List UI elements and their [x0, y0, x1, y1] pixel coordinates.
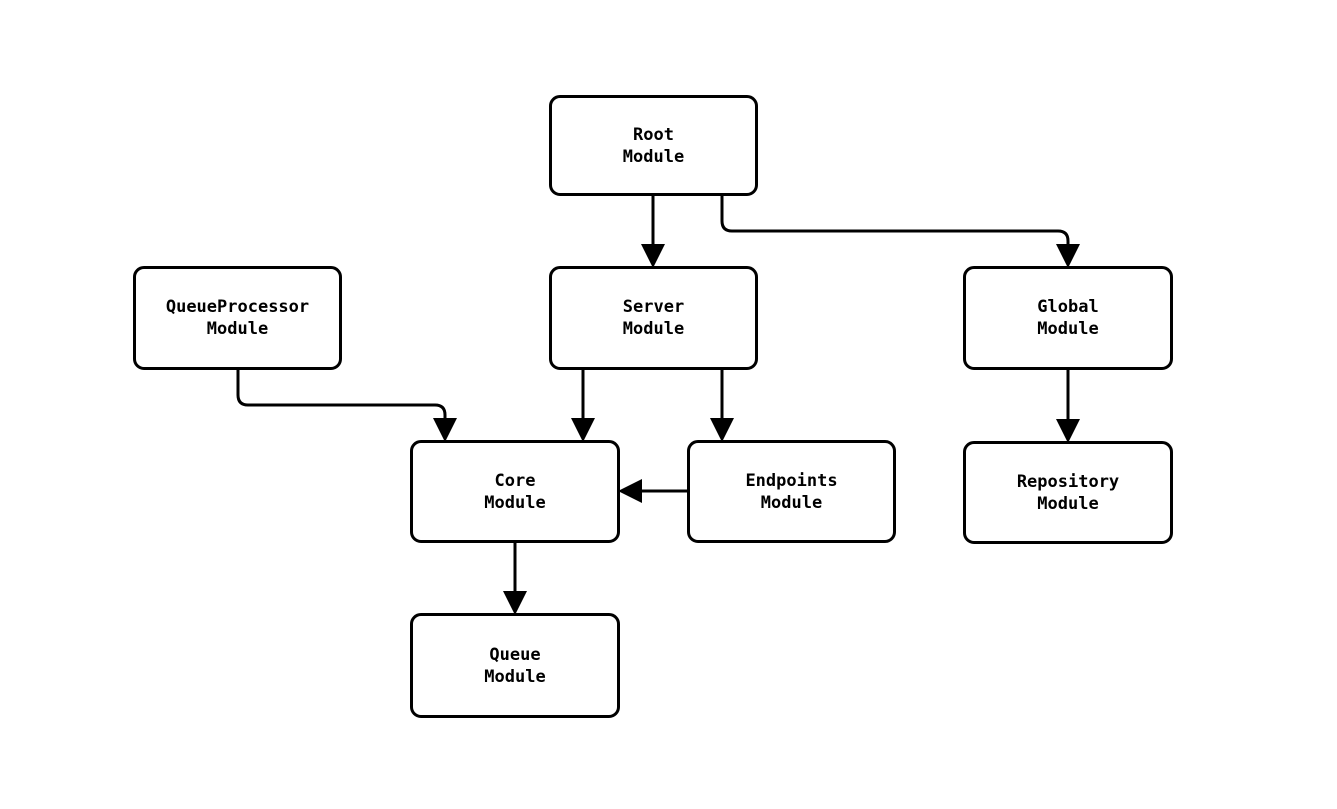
node-queueprocessor-module[interactable]: QueueProcessor Module: [133, 266, 342, 370]
node-repository-module[interactable]: Repository Module: [963, 441, 1173, 544]
node-repository-module-line1: Repository: [1016, 471, 1120, 492]
edge-core-to-queue: [503, 543, 527, 615]
edge-server-to-endpoints: [710, 370, 734, 442]
node-queueprocessor-module-line1: QueueProcessor: [165, 297, 310, 317]
arrowhead-down-icon: [641, 244, 665, 268]
node-server-module[interactable]: Server Module: [549, 266, 758, 370]
arrowhead-left-icon: [618, 479, 642, 503]
node-root-module-line1: Root: [633, 124, 674, 145]
edge-root-to-server: [641, 196, 665, 268]
edge-server-to-core: [571, 370, 595, 442]
node-queue-module-line1: Queue: [489, 644, 541, 665]
node-repository-module-line2: Module: [1037, 493, 1099, 514]
node-core-module[interactable]: Core Module: [410, 440, 620, 543]
node-queue-module-line2: Module: [484, 666, 546, 687]
arrowhead-down-icon: [433, 418, 457, 442]
edge-queueprocessor-to-core: [236, 370, 457, 442]
node-global-module-line2: Module: [1037, 319, 1099, 339]
node-root-module[interactable]: Root Module: [549, 95, 758, 196]
node-endpoints-module-line1: Endpoints: [745, 470, 838, 491]
node-server-module-line2: Module: [622, 319, 685, 339]
node-global-module-line1: Global: [1037, 297, 1099, 317]
arrowhead-down-icon: [571, 418, 595, 442]
node-core-module-line1: Core: [494, 470, 536, 491]
arrowhead-down-icon: [1056, 419, 1080, 443]
node-server-module-line1: Server: [622, 297, 685, 317]
node-queue-module[interactable]: Queue Module: [410, 613, 620, 718]
edge-global-to-repository: [1056, 370, 1080, 443]
node-endpoints-module[interactable]: Endpoints Module: [687, 440, 896, 543]
edge-root-to-global: [720, 196, 1080, 268]
node-core-module-line2: Module: [484, 492, 546, 513]
node-root-module-line2: Module: [622, 146, 685, 167]
node-endpoints-module-line2: Module: [760, 492, 823, 513]
arrowhead-down-icon: [710, 418, 734, 442]
node-queueprocessor-module-line2: Module: [206, 319, 269, 339]
arrowhead-down-icon: [503, 591, 527, 615]
arrowhead-down-icon: [1056, 244, 1080, 268]
node-global-module[interactable]: Global Module: [963, 266, 1173, 370]
edge-endpoints-to-core: [618, 479, 687, 503]
